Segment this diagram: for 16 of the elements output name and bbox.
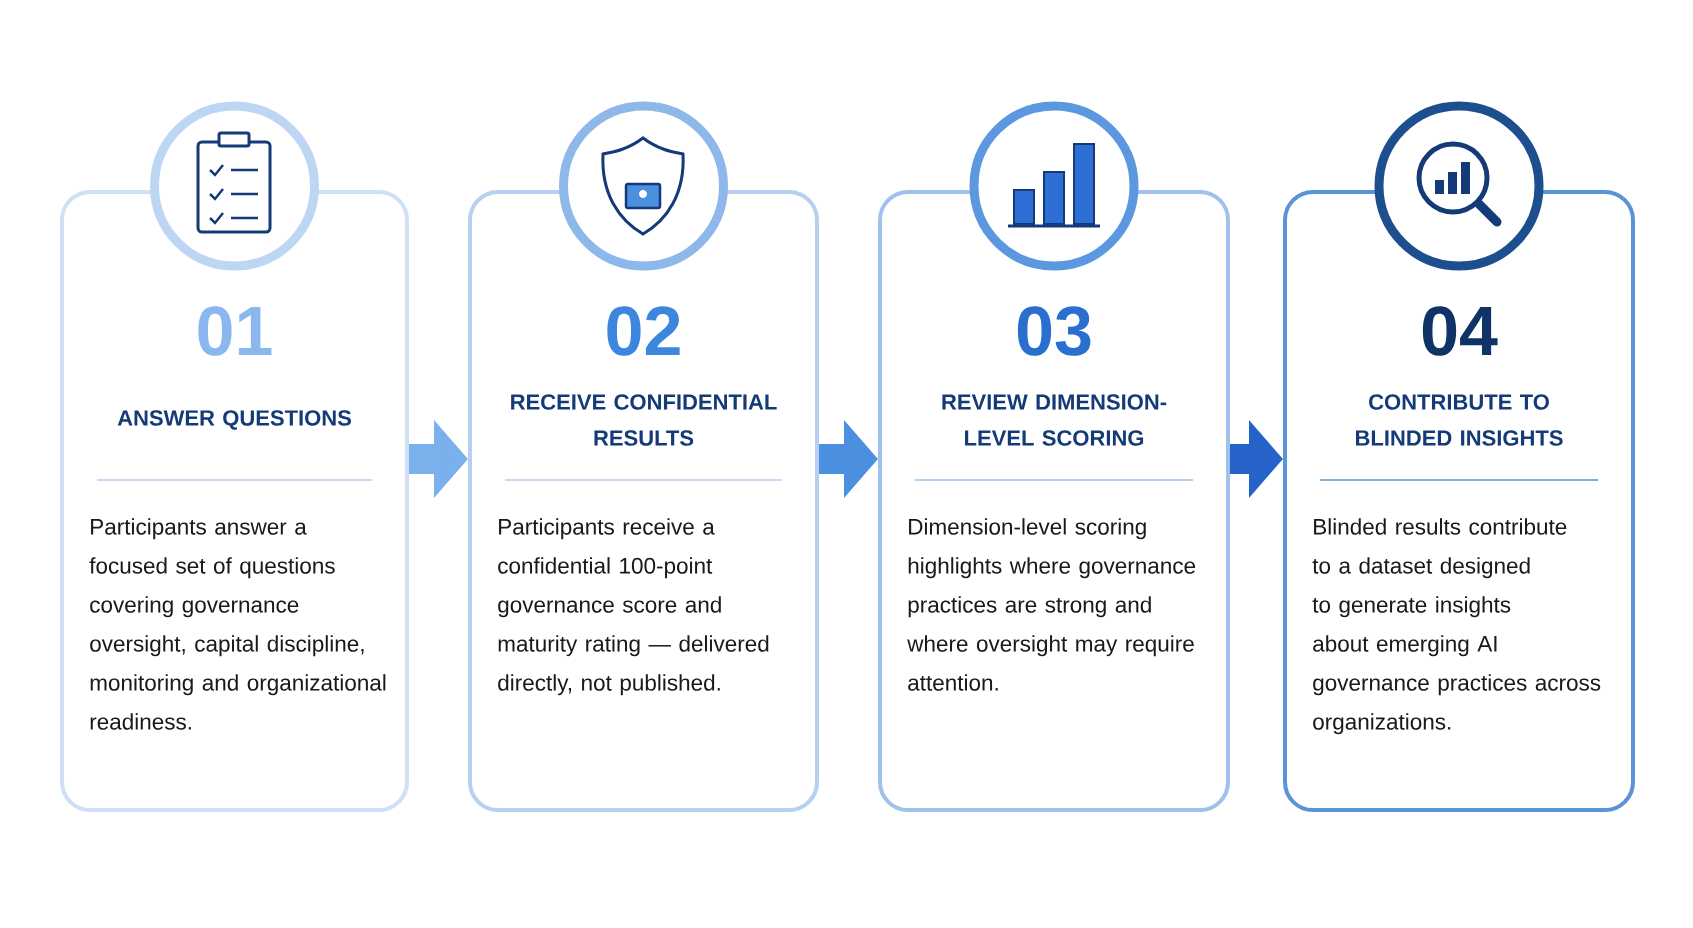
step-number: 01 — [198, 306, 272, 356]
step-card — [1283, 190, 1635, 812]
step-heading: RECEIVE CONFIDENTIAL RESULTS — [511, 394, 777, 446]
step-heading: ANSWER QUESTIONS — [117, 410, 351, 430]
step-card — [468, 190, 819, 812]
step-description: Dimension-level scoring highlights where governance practices are strong and where oversight may require attention. — [907, 518, 1196, 691]
step-description: Blinded results contribute to a dataset designed to generate insights about emerging AI governance practices across organizations. — [1312, 518, 1601, 735]
step-heading: REVIEW DIMENSION-LEVEL SCORING — [942, 394, 1167, 446]
step-number: 02 — [607, 306, 680, 356]
step-heading: CONTRIBUTE TO BLINDED INSIGHTS — [1356, 394, 1563, 446]
step-description: Participants receive a confidential 100-point governance score and maturity rating — delivered directly, not published. — [498, 518, 769, 696]
step-number: 03 — [1017, 306, 1091, 356]
step-card — [878, 190, 1230, 812]
step-card — [60, 190, 409, 812]
step-description: Participants answer a focused set of questions covering governance oversight, capital discipline, monitoring and organizational readiness. — [89, 518, 386, 730]
step-number: 04 — [1422, 306, 1498, 356]
